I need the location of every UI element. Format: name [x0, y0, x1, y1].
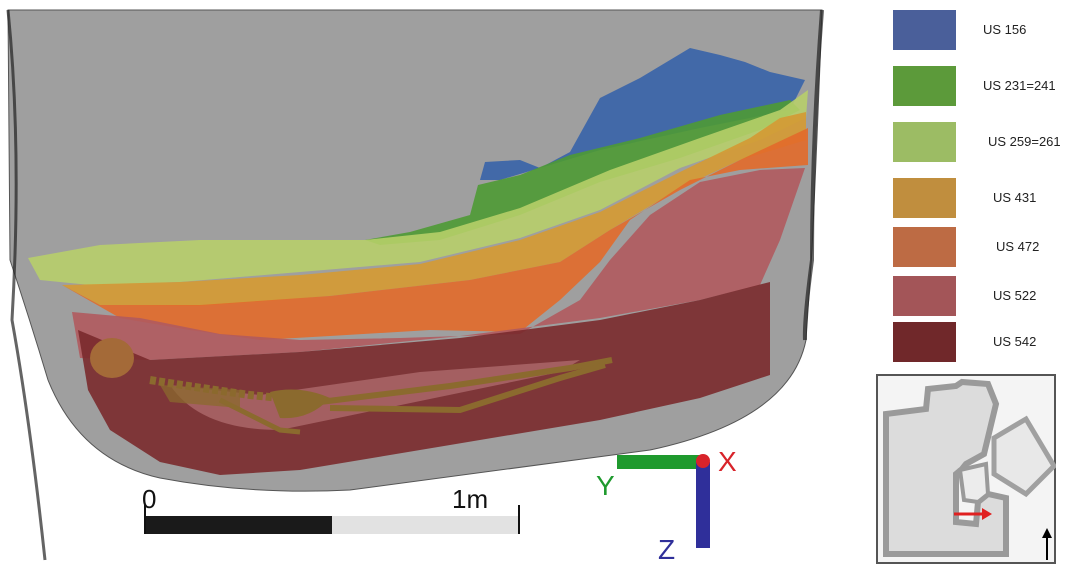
legend-label: US 542: [993, 334, 1037, 349]
layer-us-522: [72, 168, 805, 360]
layer-us-259-261: [28, 90, 808, 285]
layer-us-231-241: [365, 100, 800, 245]
left-leg: [319, 357, 613, 405]
y-axis-label: Y: [596, 470, 615, 501]
layer-us-431: [62, 112, 806, 306]
legend-label: US 156: [983, 22, 1027, 37]
pit-right-edge: [802, 9, 824, 341]
z-axis-arrow: [696, 462, 710, 548]
layer-us-156: [480, 48, 805, 180]
legend-item: US 472: [893, 227, 1063, 267]
legend-item: US 231=241: [893, 66, 1063, 106]
scale-bar-start-label: 0: [142, 484, 157, 514]
legend-label: US 472: [996, 239, 1040, 254]
x-axis-point: [696, 454, 710, 468]
y-axis-arrow: [617, 455, 705, 469]
legend-item: US 259=261: [893, 122, 1063, 162]
section-location-arrowhead: [982, 508, 992, 520]
site-plan-inset: [876, 374, 1056, 564]
legend-label: US 231=241: [983, 78, 1056, 93]
skull: [90, 338, 134, 378]
legend-swatch: [893, 122, 956, 162]
legend-item: US 542: [893, 322, 1063, 362]
legend-label: US 259=261: [988, 134, 1061, 149]
site-plan-room-inner: [957, 461, 991, 505]
legend-label: US 431: [993, 190, 1037, 205]
legend-swatch: [893, 10, 956, 50]
legend-swatch: [893, 66, 956, 106]
pelvis: [270, 389, 330, 419]
legend-item: US 522: [893, 276, 1063, 316]
legend-swatch: [893, 178, 956, 218]
z-axis-label: Z: [658, 534, 676, 565]
site-plan-room: [991, 415, 1056, 498]
legend-swatch: [893, 227, 956, 267]
skeleton: [90, 338, 613, 435]
legend-item: US 156: [893, 10, 1063, 50]
scale-bar-dark: [145, 516, 332, 534]
legend-label: US 522: [993, 288, 1037, 303]
legend-swatch: [893, 276, 956, 316]
legend-item: US 431: [893, 178, 1063, 218]
scale-bar-end-label: 1m: [452, 484, 489, 514]
north-arrow-icon: [1042, 528, 1052, 538]
scale-bar-light: [332, 516, 519, 534]
pit-left-edge: [6, 9, 47, 561]
arm: [218, 397, 301, 435]
right-leg: [329, 362, 606, 414]
x-axis-label: X: [718, 446, 737, 477]
legend-swatch: [893, 322, 956, 362]
